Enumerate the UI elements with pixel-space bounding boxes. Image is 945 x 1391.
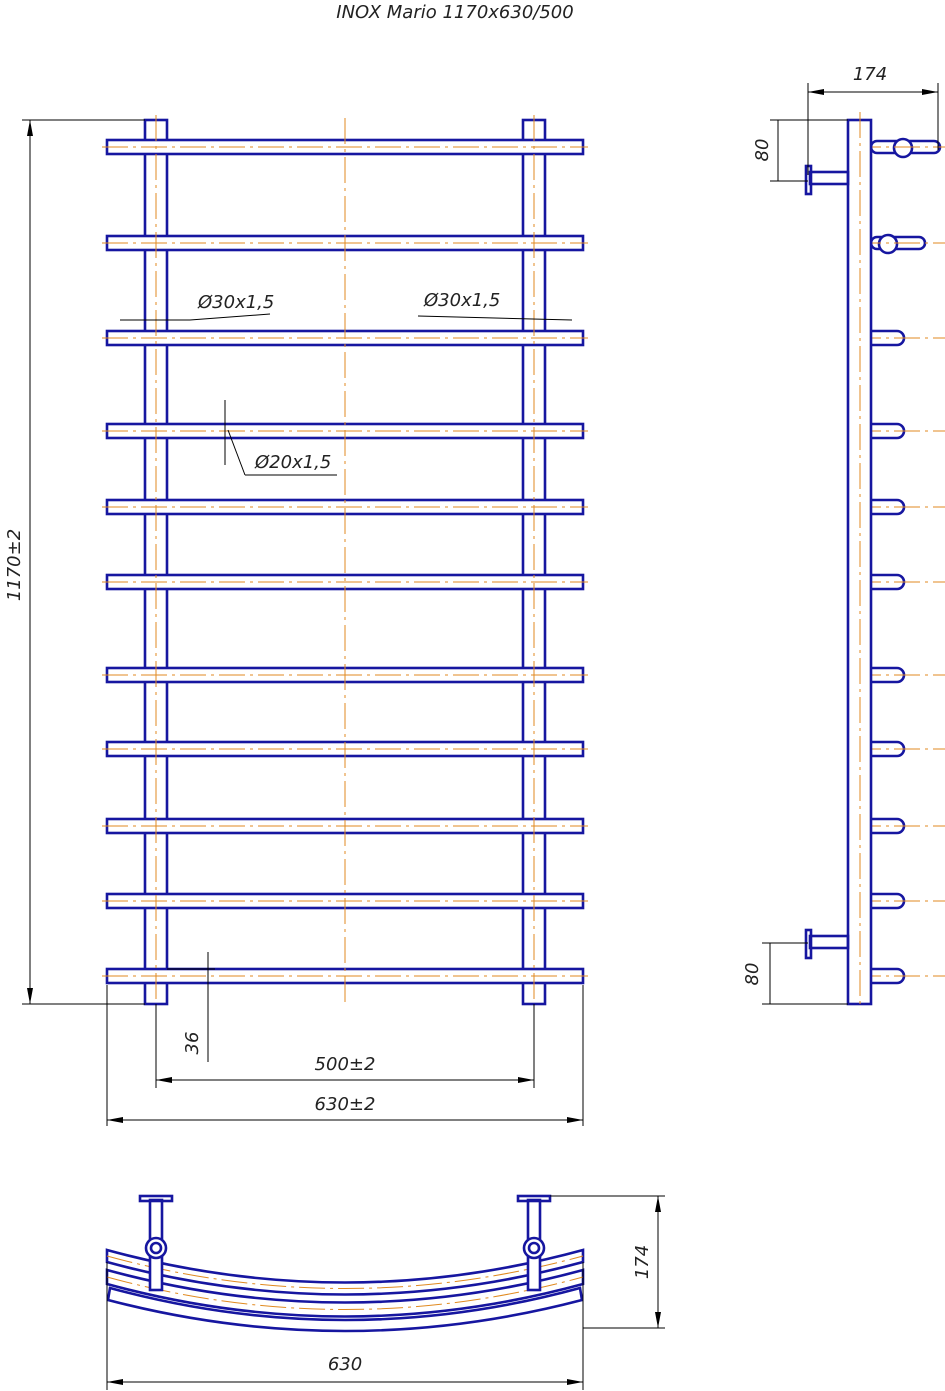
right-top-flange: [516, 1194, 552, 1203]
top-wall-mount: [808, 170, 850, 186]
bottom-wall-mount: [808, 934, 850, 950]
drawing-title: INOX Mario 1170x630/500: [336, 2, 573, 23]
bar-diameter-label: Ø20x1,5: [254, 452, 331, 473]
left-top-flange: [138, 1194, 174, 1203]
right-valve-icon: [522, 1236, 546, 1260]
front-view: [102, 115, 588, 1008]
right-post-diameter-label: Ø30x1,5: [423, 290, 500, 311]
side-bar-joint: [877, 233, 899, 255]
side-depth-label: 174: [853, 64, 887, 85]
top-view-bar-lower: [106, 1286, 584, 1333]
side-view: 174 80 80: [742, 64, 945, 1008]
left-post-diameter-label: Ø30x1,5: [197, 292, 274, 313]
top-depth-label: 174: [632, 1245, 653, 1279]
bottom-wall-flange: [804, 928, 813, 960]
height-label: 1170±2: [4, 529, 25, 601]
width-label: 630±2: [315, 1094, 376, 1115]
top-view: 174 630: [105, 1194, 665, 1390]
post-spacing-label: 500±2: [315, 1054, 376, 1075]
top-width-label: 630: [328, 1354, 362, 1375]
front-dimensions: 1170±2 Ø30x1,5 Ø30x1,5 Ø20x1,5 36 500±2 …: [4, 119, 584, 1126]
side-bar-joint: [892, 137, 914, 159]
left-valve-icon: [144, 1236, 168, 1260]
bottom-offset-label: 36: [182, 1032, 203, 1055]
bottom-mount-offset-label: 80: [742, 963, 763, 986]
top-mount-offset-label: 80: [752, 139, 773, 162]
